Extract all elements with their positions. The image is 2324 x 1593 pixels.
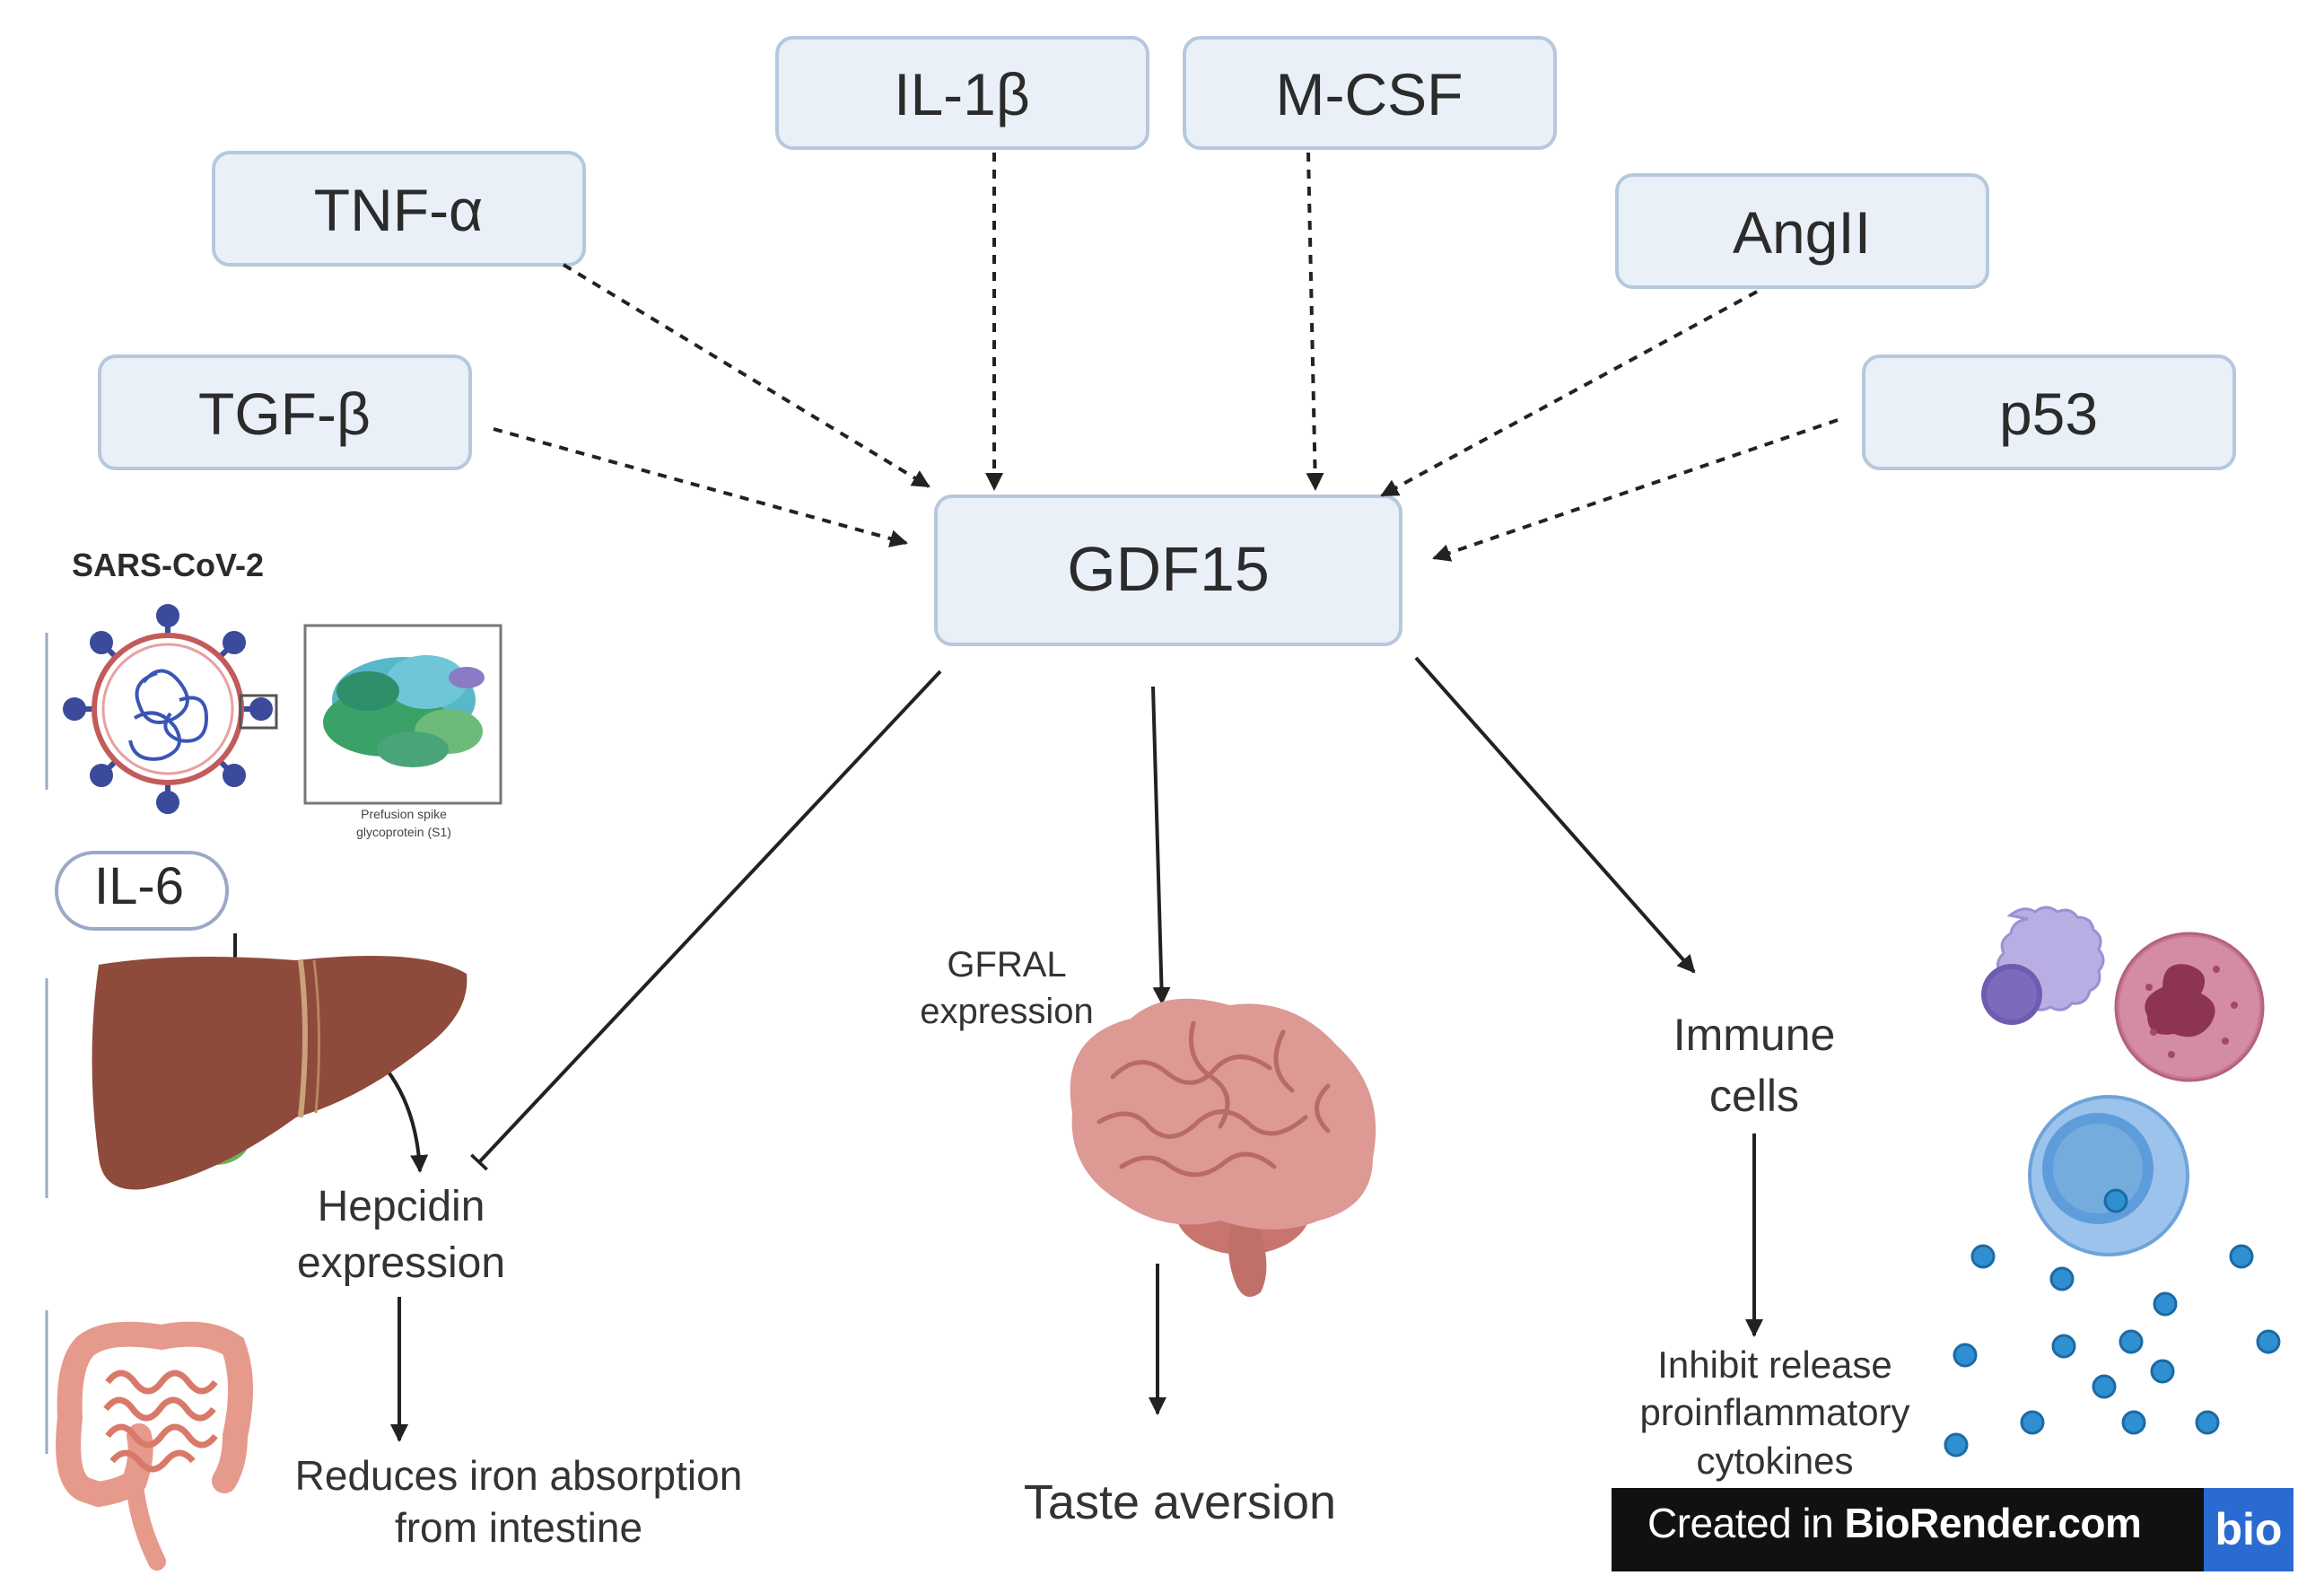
spike-caption-line2: glycoprotein (S1) — [356, 825, 451, 839]
neutrophil-icon — [2114, 932, 2265, 1082]
hepcidin-line2: expression — [297, 1239, 505, 1287]
arrow-tnfa-to-gdf15 — [562, 263, 930, 488]
spike-caption-line1: Prefusion spike — [361, 807, 447, 821]
arrow-gdf15-to-brain — [1151, 686, 1171, 1005]
hepcidin-line1: Hepcidin — [318, 1183, 485, 1230]
macrophage-icon — [1981, 906, 2105, 1025]
arrow-p53-to-gdf15 — [1432, 418, 1839, 562]
inducer-box-tnfa: TNF-α — [212, 151, 586, 267]
inducer-label-p53: p53 — [1999, 381, 2098, 447]
inhibit-line1: Inhibit release — [1657, 1344, 1892, 1386]
sars-cov-2-virus-icon — [63, 604, 278, 814]
inducer-label-tgfb: TGF-β — [198, 381, 371, 447]
arrow-tgfb-to-gdf15 — [493, 427, 908, 547]
inducer-label-tnfa: TNF-α — [314, 177, 483, 243]
brain-icon — [1070, 998, 1376, 1297]
inducer-box-tgfb: TGF-β — [98, 354, 472, 470]
badge-prefix: Created in — [1647, 1500, 1845, 1546]
arrow-angii-to-gdf15 — [1380, 290, 1758, 497]
lymphocyte-icon — [2028, 1095, 2189, 1256]
gdf15-node: GDF15 — [934, 495, 1402, 646]
cytokine-dots — [1944, 1188, 2281, 1457]
inducer-label-angii: AngII — [1733, 199, 1871, 266]
inducer-box-p53: p53 — [1862, 354, 2236, 470]
immune-line2: cells — [1709, 1071, 1799, 1121]
inducer-box-il1b: IL-1β — [775, 36, 1149, 150]
biorender-badge: Created in BioRender.com bio — [1612, 1488, 2293, 1571]
il6-label: IL-6 — [94, 857, 184, 915]
inhibit-line2: proinflammatory — [1639, 1391, 1909, 1433]
il6-pill: IL-6 — [55, 851, 229, 931]
arrow-gdf15-to-immune — [1414, 656, 1696, 974]
inhibit-line3: cytokines — [1696, 1440, 1853, 1482]
inhibition-gdf15-to-hepcidin — [470, 670, 942, 1171]
biorender-logo-icon: bio — [2204, 1488, 2293, 1571]
inducer-box-mcsf: M-CSF — [1183, 36, 1557, 150]
biorender-badge-text: Created in BioRender.com — [1647, 1499, 2142, 1547]
spike-protein-image — [303, 624, 502, 805]
badge-brand: BioRender.com — [1844, 1500, 2142, 1546]
immune-line1: Immune — [1673, 1010, 1836, 1060]
arrow-mcsf-to-gdf15 — [1306, 152, 1324, 491]
iron-line2: from intestine — [395, 1504, 642, 1551]
inducer-box-angii: AngII — [1615, 173, 1989, 289]
iron-line1: Reduces iron absorption — [295, 1452, 743, 1499]
inducer-label-il1b: IL-1β — [894, 61, 1030, 127]
virus-title: SARS-CoV-2 — [72, 547, 264, 583]
liver-icon — [92, 956, 467, 1190]
intestine-icon — [56, 1321, 254, 1571]
inducer-label-mcsf: M-CSF — [1276, 61, 1463, 127]
gfral-line2: expression — [920, 992, 1093, 1031]
taste-aversion-label: Taste aversion — [1024, 1475, 1336, 1529]
gfral-line1: GFRAL — [947, 945, 1066, 985]
gdf15-label: GDF15 — [1067, 534, 1270, 604]
